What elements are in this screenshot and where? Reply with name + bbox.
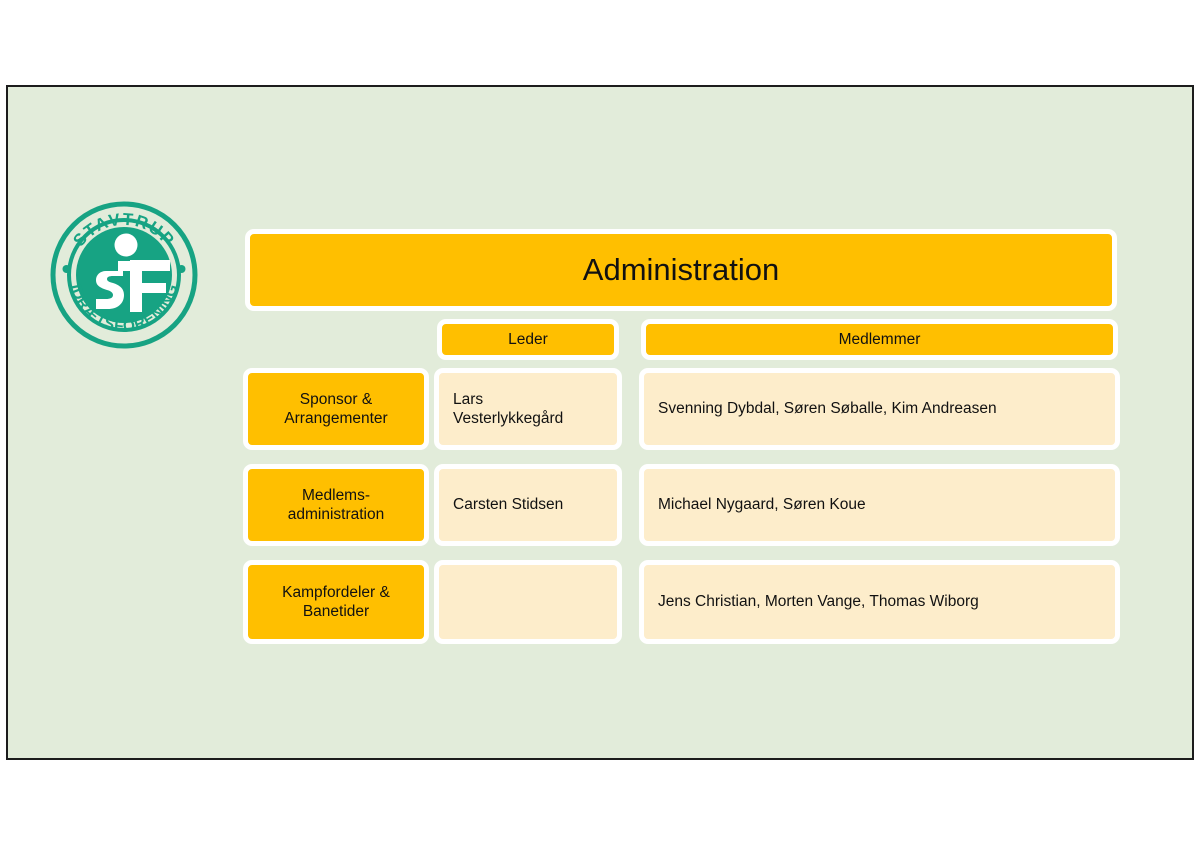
table-row-leader: Carsten Stidsen: [434, 464, 622, 546]
table-row-members: Jens Christian, Morten Vange, Thomas Wib…: [639, 560, 1120, 644]
table-row-category: Sponsor & Arrangementer: [243, 368, 429, 450]
table-row-category: Medlems- administration: [243, 464, 429, 546]
table-row-leader: Lars Vesterlykkegård: [434, 368, 622, 450]
stavtrup-idraetsforening-logo: STAVTRUP IDRÆTSFORENING: [44, 197, 204, 353]
table-row-members: Svenning Dybdal, Søren Søballe, Kim Andr…: [639, 368, 1120, 450]
table-row-category: Kampfordeler & Banetider: [243, 560, 429, 644]
slide-canvas: STAVTRUP IDRÆTSFORENING Administration L…: [6, 85, 1194, 760]
table-row-members: Michael Nygaard, Søren Koue: [639, 464, 1120, 546]
column-header-leder: Leder: [437, 319, 619, 360]
column-header-medlemmer: Medlemmer: [641, 319, 1118, 360]
page-title: Administration: [245, 229, 1117, 311]
table-row-leader: [434, 560, 622, 644]
